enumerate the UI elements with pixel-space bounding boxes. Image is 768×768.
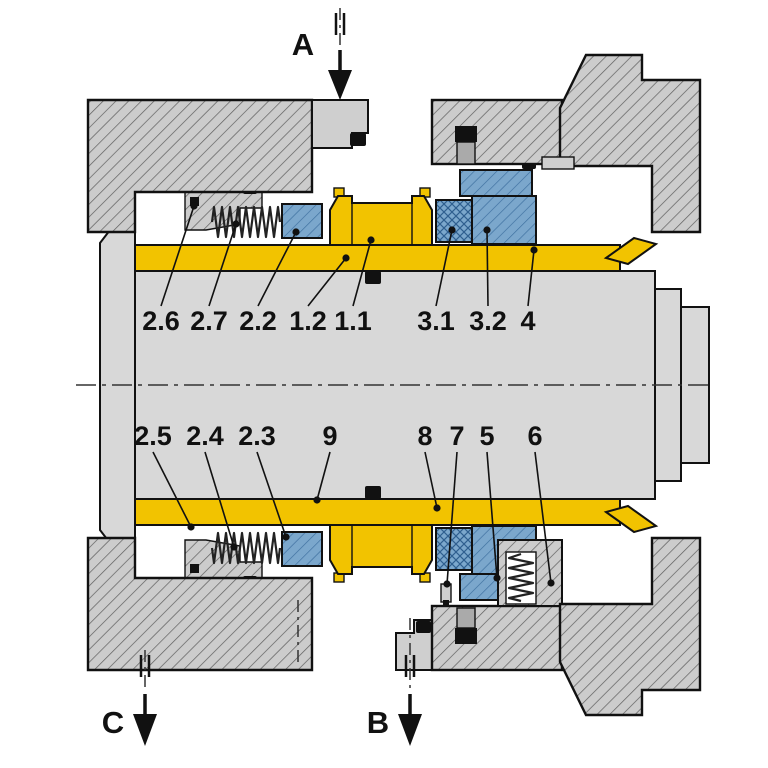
leader [160, 205, 195, 307]
seal-black-top-center [350, 133, 366, 146]
section-arrows: A B C [102, 27, 422, 746]
gland-insert-top [459, 169, 533, 197]
leader [424, 451, 438, 509]
arrow-c-head [133, 714, 157, 746]
leader [152, 451, 192, 528]
part-label: 7 [449, 421, 464, 451]
leader [256, 451, 287, 538]
wave-spring-top [210, 205, 282, 239]
set-screw-top [541, 156, 575, 170]
o-ring [365, 271, 381, 284]
seal-ring-top [329, 195, 433, 246]
arrow-a-head [328, 70, 352, 100]
leader-dot [483, 226, 491, 234]
part-label: 3.2 [469, 306, 507, 336]
part-label: 1.2 [289, 306, 327, 336]
o-ring [365, 486, 381, 499]
housing-bottom-left [86, 536, 314, 672]
leader [316, 451, 331, 501]
leader-dot [292, 228, 300, 236]
leader-dot [448, 226, 456, 234]
part-label: 4 [520, 306, 535, 336]
leader-dot [313, 496, 321, 504]
leader-dot [547, 579, 555, 587]
part-labels: 2.6 2.7 2.2 1.2 1.1 3.1 3.2 4 2.5 2.4 2.… [134, 306, 542, 451]
leader-dot [493, 574, 501, 582]
seal-black-bottom-center [416, 621, 431, 633]
seat-holder-3-2-top [471, 195, 537, 245]
leader [486, 451, 498, 579]
leader-dot [187, 523, 195, 531]
set-screw-tip [443, 600, 449, 606]
leader-dot [232, 220, 240, 228]
leader-dot [230, 543, 238, 551]
leader [435, 229, 453, 307]
hardware-details [440, 126, 575, 644]
part-label: 9 [322, 421, 337, 451]
part-label: 2.2 [239, 306, 277, 336]
part-label: 2.4 [186, 421, 224, 451]
seal-ring-bottom [329, 524, 433, 575]
shaft-sleeve [134, 236, 659, 534]
gland-bolt-shank-bottom [456, 607, 476, 629]
part-label: 3.1 [417, 306, 455, 336]
leader-dot [282, 533, 290, 541]
shaft [99, 229, 710, 544]
centerlines [76, 8, 708, 692]
part-label: 6 [527, 421, 542, 451]
part-label: 1.1 [334, 306, 372, 336]
leader-lines [152, 202, 555, 588]
leader [204, 451, 235, 548]
flange-bottom-right [558, 536, 702, 717]
leader [486, 229, 489, 307]
leader [208, 223, 237, 307]
leader-dot [342, 254, 350, 262]
seal-face-2-2 [281, 203, 323, 239]
part-label: 2.5 [134, 421, 172, 451]
gland-bolt-head-top [455, 126, 477, 142]
part-label: 2.3 [238, 421, 276, 451]
gland-plate-top [430, 98, 564, 166]
gland-bolt-head-bottom [455, 628, 477, 644]
seal-face-3-1-top [435, 199, 473, 243]
part-label: 8 [417, 421, 432, 451]
leader-dot [190, 202, 198, 210]
gland-plate-bottom [430, 604, 564, 672]
leader-dot [530, 246, 538, 254]
leader [307, 257, 347, 307]
leader-dot [367, 236, 375, 244]
flange-top-right [558, 53, 702, 234]
leader [352, 239, 372, 307]
sleeve-flare-top [603, 236, 659, 266]
part-label: 5 [479, 421, 494, 451]
arrow-b-head [398, 714, 422, 746]
section-letter-b: B [367, 705, 389, 740]
leader-dot [443, 580, 451, 588]
section-letter-c: C [102, 705, 124, 740]
leader [257, 231, 297, 307]
rotating-seal-rings [329, 187, 433, 583]
leader [534, 451, 552, 584]
part-label: 2.6 [142, 306, 180, 336]
shaft-left-end [99, 229, 136, 544]
collar-screw-bottom [190, 564, 199, 573]
sleeve-top [134, 244, 621, 272]
leader [446, 451, 458, 585]
springs [210, 205, 282, 565]
collar-screw-top [190, 197, 199, 206]
gland-bolt-shank-top [456, 141, 476, 165]
leader [527, 249, 535, 307]
leader-dot [433, 504, 441, 512]
coil-spring [507, 552, 535, 603]
part-label: 2.7 [190, 306, 228, 336]
sleeve-bottom [134, 498, 621, 526]
seal-face-3-1-bottom [435, 527, 473, 571]
wave-spring-bottom [210, 531, 282, 565]
section-letter-a: A [292, 27, 314, 62]
sleeve-flare-bottom [603, 504, 659, 534]
